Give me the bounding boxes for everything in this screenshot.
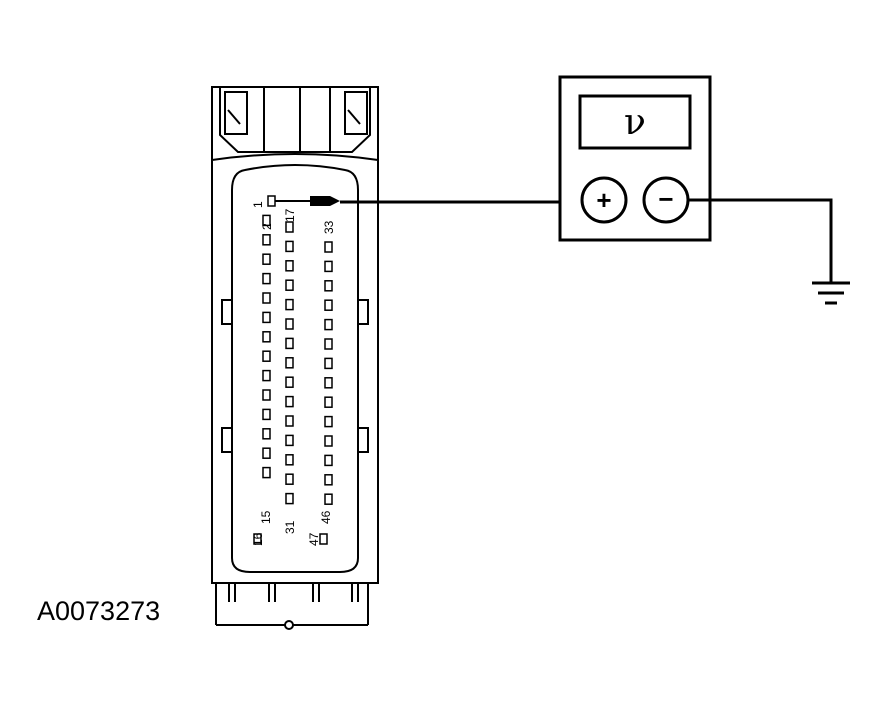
pin-labels: 1 2 17 33 15 31 46 16 47 — [251, 201, 336, 546]
pin-1 — [267, 195, 276, 207]
pin-label-16: 16 — [251, 532, 265, 546]
connector-posts — [215, 583, 369, 630]
pin-label-47: 47 — [307, 532, 321, 546]
pin-19 — [285, 260, 294, 272]
pin-44 — [324, 454, 333, 467]
test-lead — [275, 196, 582, 206]
pin-grid — [253, 195, 333, 545]
pin-15 — [262, 466, 271, 479]
pin-4 — [262, 253, 271, 265]
pin-31 — [285, 492, 294, 505]
positive-terminal-symbol: + — [596, 185, 611, 215]
pin-21 — [285, 298, 294, 311]
connector-cavity — [231, 164, 359, 573]
meter-display — [578, 94, 692, 150]
meter-display-symbol: ν — [624, 102, 646, 143]
pin-14 — [262, 447, 271, 459]
pin-38 — [324, 338, 333, 350]
pin-label-46: 46 — [319, 510, 333, 524]
pin-11 — [262, 389, 271, 401]
pin-label-1: 1 — [251, 201, 265, 208]
pin-label-33: 33 — [322, 220, 336, 234]
pin-7 — [262, 311, 271, 324]
pin-12 — [262, 408, 271, 421]
pin-35 — [324, 280, 333, 292]
pin-22 — [285, 318, 294, 330]
pin-45 — [324, 474, 333, 486]
pin-9 — [262, 350, 271, 362]
pin-23 — [285, 337, 294, 350]
pin-label-17: 17 — [283, 208, 297, 222]
pin-20 — [285, 279, 294, 291]
figure-reference-id: A0073273 — [37, 596, 161, 626]
pin-16 — [253, 533, 262, 545]
positive-terminal — [580, 176, 628, 224]
pin-26 — [285, 395, 294, 408]
pin-18 — [285, 240, 294, 253]
voltmeter: ν + − — [558, 75, 712, 242]
pin-33 — [324, 241, 333, 253]
pin-17 — [285, 221, 294, 233]
pin-34 — [324, 260, 333, 273]
pin-39 — [324, 357, 333, 370]
pin-10 — [262, 369, 271, 382]
pin-42 — [324, 415, 333, 428]
pin-label-2: 2 — [260, 223, 274, 230]
negative-terminal-symbol: − — [658, 184, 673, 214]
pin-5 — [262, 272, 271, 285]
pin-label-31: 31 — [283, 520, 297, 534]
pin-3 — [262, 234, 271, 246]
pin-29 — [285, 454, 294, 466]
pin-41 — [324, 396, 333, 408]
pin-43 — [324, 435, 333, 447]
pin-13 — [262, 428, 271, 440]
connector — [211, 86, 379, 630]
test-probe — [310, 196, 340, 206]
pin-37 — [324, 318, 333, 331]
ground-lead — [688, 198, 833, 282]
pin-36 — [324, 299, 333, 311]
pin-25 — [285, 376, 294, 388]
pin-30 — [285, 473, 294, 485]
ground-icon — [812, 281, 850, 305]
pin-28 — [285, 434, 294, 447]
pin-27 — [285, 415, 294, 427]
pin-2 — [262, 214, 271, 227]
pin-46 — [324, 493, 333, 505]
connector-latch — [211, 86, 379, 160]
pin-6 — [262, 292, 271, 304]
pin-40 — [324, 377, 333, 389]
pin-47 — [319, 533, 328, 545]
pin-24 — [285, 357, 294, 369]
connector-housing — [211, 153, 379, 584]
pin-label-15: 15 — [259, 510, 273, 524]
pin-8 — [262, 331, 271, 343]
